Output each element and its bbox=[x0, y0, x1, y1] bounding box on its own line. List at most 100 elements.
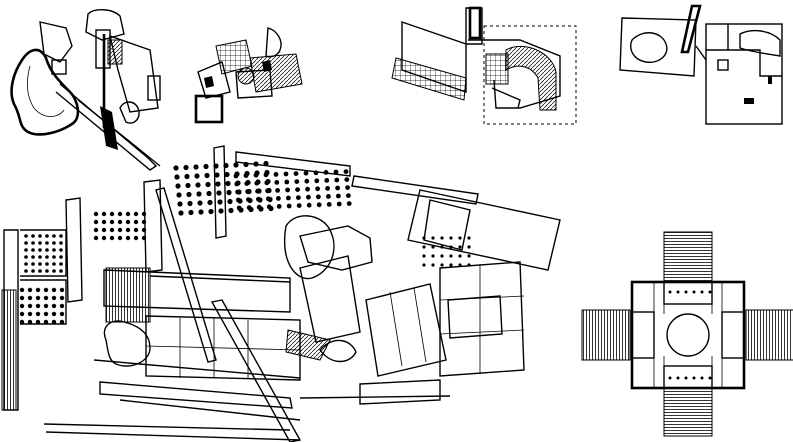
column-dot bbox=[101, 211, 107, 217]
column-dot bbox=[133, 211, 139, 217]
column-dot bbox=[274, 180, 280, 185]
column-dot bbox=[314, 178, 320, 184]
column-dot bbox=[458, 245, 462, 249]
column-dot bbox=[422, 245, 426, 249]
column-dot bbox=[458, 254, 462, 258]
column-dot bbox=[467, 263, 471, 267]
column-dot bbox=[35, 311, 41, 317]
column-dot bbox=[31, 248, 35, 252]
column-dot bbox=[45, 262, 49, 266]
column-dot bbox=[193, 164, 199, 170]
column-dot bbox=[325, 186, 330, 191]
column-dot bbox=[43, 303, 49, 309]
column-dot bbox=[334, 177, 340, 183]
column-dot bbox=[27, 319, 33, 325]
column-dot bbox=[101, 235, 107, 241]
column-dot bbox=[117, 211, 123, 217]
column-dot bbox=[223, 162, 229, 169]
column-dot bbox=[431, 236, 435, 240]
column-dot bbox=[31, 262, 35, 266]
column-dot bbox=[173, 165, 179, 171]
column-dot bbox=[117, 235, 123, 241]
column-dot bbox=[35, 295, 41, 301]
column-dot bbox=[243, 161, 249, 168]
column-dot bbox=[335, 185, 340, 191]
column-dot bbox=[422, 263, 426, 267]
column-dot bbox=[324, 178, 330, 183]
column-dot bbox=[253, 161, 259, 167]
column-dot bbox=[43, 287, 49, 293]
column-dot bbox=[235, 189, 241, 195]
column-dot bbox=[43, 295, 49, 301]
column-dot bbox=[218, 208, 224, 214]
column-dot bbox=[315, 186, 320, 192]
column-dot bbox=[38, 269, 42, 273]
column-dot bbox=[125, 235, 131, 241]
column-dot bbox=[109, 235, 115, 241]
column-dot bbox=[286, 203, 292, 209]
column-dot bbox=[305, 186, 310, 192]
column-dot bbox=[45, 234, 49, 238]
column-dot bbox=[31, 234, 35, 238]
column-dot bbox=[188, 209, 194, 216]
column-dot bbox=[19, 295, 25, 301]
column-dot bbox=[24, 269, 28, 273]
column-dot bbox=[195, 182, 201, 188]
column-dot bbox=[467, 236, 471, 240]
column-dot bbox=[266, 196, 271, 202]
column-dot bbox=[174, 174, 180, 180]
column-dot bbox=[24, 262, 28, 266]
column-dot bbox=[24, 255, 28, 259]
column-dot bbox=[294, 179, 300, 185]
column-dot bbox=[35, 303, 41, 309]
column-dot bbox=[326, 194, 331, 199]
column-dot bbox=[233, 162, 239, 168]
column-dot bbox=[109, 227, 115, 233]
column-dot bbox=[31, 241, 35, 245]
column-dot bbox=[109, 219, 115, 225]
column-dot bbox=[256, 196, 261, 202]
column-dot bbox=[52, 262, 56, 266]
column-dot bbox=[51, 295, 57, 301]
column-dot bbox=[283, 171, 289, 177]
column-dot bbox=[117, 219, 123, 225]
column-dot bbox=[692, 290, 696, 294]
column-dot bbox=[293, 171, 299, 177]
column-dot bbox=[133, 219, 139, 225]
column-dot bbox=[265, 188, 270, 194]
column-dot bbox=[316, 202, 322, 208]
column-dot bbox=[52, 248, 56, 252]
column-dot bbox=[196, 191, 202, 197]
column-dot bbox=[449, 236, 453, 240]
column-dot bbox=[52, 255, 56, 259]
column-dot bbox=[185, 182, 191, 189]
column-dot bbox=[38, 262, 42, 266]
column-dot bbox=[27, 311, 33, 317]
column-dot bbox=[345, 185, 350, 191]
column-dot bbox=[19, 311, 25, 317]
column-dot bbox=[236, 197, 241, 203]
column-dot bbox=[336, 201, 342, 207]
column-dot bbox=[440, 254, 444, 258]
column-dot bbox=[216, 190, 222, 196]
column-dot bbox=[227, 198, 233, 205]
column-dot bbox=[59, 234, 63, 238]
column-dot bbox=[93, 235, 99, 241]
column-dot bbox=[184, 173, 190, 180]
column-dot bbox=[93, 219, 99, 225]
column-dot bbox=[246, 197, 251, 203]
column-dot bbox=[52, 269, 56, 273]
column-dot bbox=[125, 219, 131, 225]
column-dot bbox=[59, 303, 65, 309]
column-dot bbox=[175, 183, 181, 189]
column-dot bbox=[213, 163, 219, 169]
column-dot bbox=[59, 269, 63, 273]
column-dot bbox=[284, 179, 290, 185]
column-dot bbox=[27, 295, 33, 301]
column-dot bbox=[296, 195, 301, 201]
column-dot bbox=[59, 248, 63, 252]
column-dot bbox=[101, 227, 107, 233]
plan-curvy-icon bbox=[10, 9, 161, 171]
column-dot bbox=[125, 227, 131, 233]
column-dot bbox=[276, 196, 281, 201]
